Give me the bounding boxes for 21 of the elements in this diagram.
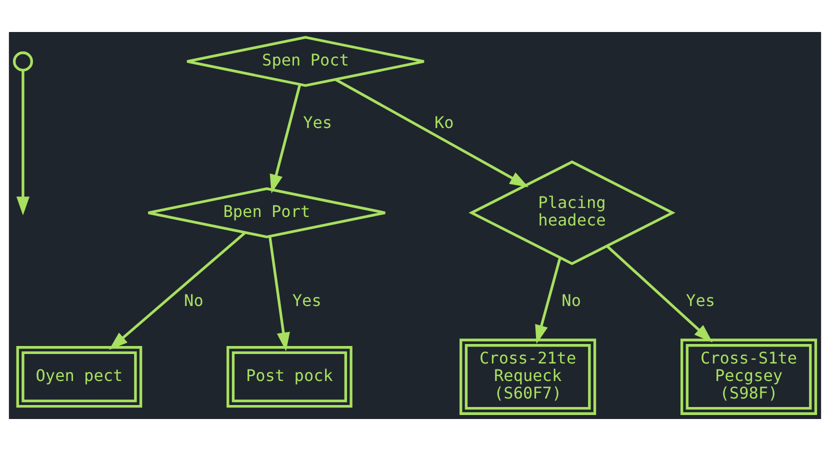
arrow	[16, 70, 30, 215]
node-box: Oyen pect	[16, 346, 142, 408]
edge-label: Yes	[292, 290, 322, 310]
edge-label: No	[562, 290, 582, 310]
arrow	[334, 78, 529, 187]
node-circle	[12, 50, 34, 71]
arrow	[535, 256, 562, 344]
edge-label: Ko	[434, 112, 454, 132]
arrow	[606, 244, 713, 342]
arrow	[268, 236, 290, 351]
edge-label: No	[184, 290, 204, 310]
arrow	[109, 231, 246, 350]
node-box: Cross-S1te Pecgsey (S98F)	[680, 338, 818, 414]
node-diamond: Spen Poct	[186, 35, 426, 86]
node-diamond: Bpen Port	[147, 186, 386, 238]
edge-label: Yes	[686, 290, 716, 310]
arrow	[270, 84, 302, 193]
node-box: Post pock	[226, 346, 352, 408]
node-box: Cross-21te Requeck (S60F7)	[460, 338, 596, 414]
edge-label: Yes	[303, 112, 332, 132]
node-diamond: Placing headece	[468, 160, 676, 265]
